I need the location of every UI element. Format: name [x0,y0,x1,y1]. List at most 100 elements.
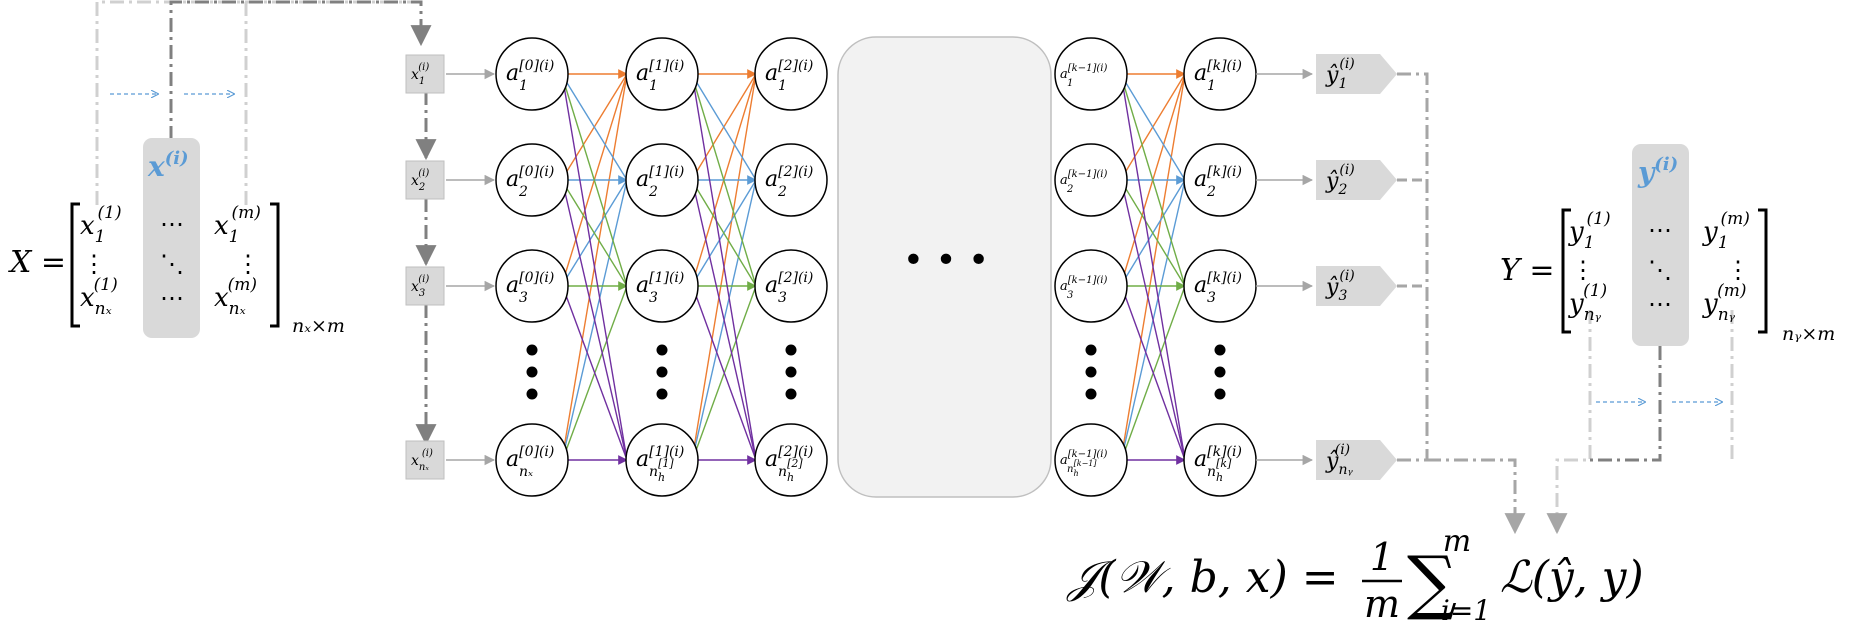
x-matrix: x(i) X = x1(1) ⋯ x1(m) ⋮ ⋱ ⋮ xnₓ(1) ⋯ xn… [8,0,432,338]
connections [563,69,1186,465]
neuron-node [1054,423,1128,497]
neuron-node [754,37,828,111]
y-column-highlight [1632,144,1689,346]
y-matrix-dims: nᵧ×m [1782,323,1835,345]
y-cell-r2c2: ⋱ [1648,256,1672,284]
ellipsis-dot [526,366,538,378]
yhat-to-cost-line [1427,458,1526,535]
ellipsis-dot [1085,344,1097,356]
input-label: x2(i) [411,168,429,193]
neuron-label: a[0](i)nₓ [506,444,554,480]
connection-edge [1122,289,1186,461]
cost-rhs: ℒ(ŷ, y) [1500,552,1644,603]
connection-edge [693,73,757,177]
connection-edge [1122,73,1186,177]
connection-edge [1122,81,1186,287]
input-node: x1(i) [405,54,496,94]
ellipsis-dot [785,388,797,400]
output-label: ŷ2(i) [1325,162,1355,198]
y-cell-r1c1: y1(1) [1568,209,1611,253]
input-column: x1(i) x2(i) x3(i) xnₓ(i) [405,54,496,480]
input-label: x3(i) [411,274,429,299]
ellipsis-dot [1214,344,1226,356]
neuron-label: a[k](i)nh[k] [1194,444,1242,484]
input-label: x1(i) [411,62,429,87]
cost-frac-den: m [1364,582,1400,622]
neuron-label: a[k−1](i)1 [1060,63,1107,89]
connection-edge [563,183,628,287]
ellipsis-dot [656,344,668,356]
output-node: ŷ2(i) [1256,160,1397,200]
input-label: xnₓ(i) [411,448,433,473]
ellipsis-dot [1085,366,1097,378]
neuron-label: a[1](i)1 [636,58,684,94]
neuron-node [754,423,828,497]
neuron-node [1054,143,1128,217]
input-node: x3(i) [405,266,496,306]
connection-edge [693,73,757,279]
connection-edge [563,73,628,449]
connection-edge [563,81,628,287]
neuron-node [495,249,569,323]
x-cell-r3c1: xnₓ(1) [80,275,118,319]
y-cell-r3c3: ynᵧ(m) [1702,281,1746,325]
neuron-node [625,143,699,217]
x-matrix-lhs: X = [8,245,66,280]
hidden-layers-ellipsis: • • • [903,240,990,281]
ellipsis-dot [785,344,797,356]
input-box [405,160,445,200]
y-guide-line-left [1546,310,1592,535]
output-box [1316,266,1397,306]
neuron-label: a[k−1](i)2 [1060,169,1107,195]
connection-edge [563,77,628,181]
y-left-bracket [1561,208,1571,334]
connection-edge [1122,183,1186,287]
neuron-label: a[k](i)3 [1194,270,1242,306]
x-cell-r1c3: x1(m) [214,203,261,247]
connection-edge [693,187,757,461]
y-right-bracket [1758,208,1768,334]
connection-edge [563,85,628,461]
cost-sum-symbol: ∑ [1407,541,1457,622]
cost-frac-num: 1 [1370,535,1394,579]
connection-edge [1122,73,1186,279]
neuron-label: a[k](i)2 [1194,164,1242,200]
neuron-node [625,249,699,323]
x-cell-r1c1: x1(1) [80,203,122,247]
connection-edge [693,73,757,449]
x-cell-r1c2: ⋯ [160,210,184,238]
neuron-label: a[2](i)1 [765,58,813,94]
cost-function: 𝒥(𝒲, b, x) = 1 m ∑ m i=1 ℒ(ŷ, y) [1066,524,1644,622]
y-matrix-lhs: Y = [1500,253,1554,288]
neuron-label: a[1](i)3 [636,270,684,306]
layer-1: a[1](i)1a[1](i)2a[1](i)3a[1](i)nh[1] [625,37,699,497]
connection-edge [563,187,628,461]
ellipsis-dot [1214,388,1226,400]
x-cell-r3c3: xnₓ(m) [214,275,257,319]
connection-edge [1122,285,1186,457]
connection-edge [1122,179,1186,283]
neuron-node [495,423,569,497]
neuron-node [754,143,828,217]
y-cell-r3c1: ynᵧ(1) [1568,281,1607,325]
ellipsis-dot [1214,366,1226,378]
neuron-label: a[2](i)nh[2] [765,444,813,484]
output-box [1316,54,1397,94]
x-column-highlight [143,138,200,338]
y-cell-r2c1: ⋮ [1571,256,1595,284]
neuron-label: a[k−1](i)3 [1060,275,1107,301]
output-label: ŷ1(i) [1325,56,1355,92]
layer-2: a[2](i)1a[2](i)2a[2](i)3a[2](i)nh[2] [754,37,828,497]
ellipsis-dot [785,366,797,378]
output-label: ŷ3(i) [1325,268,1355,304]
connection-edge [693,289,757,461]
connection-edge [1122,73,1186,449]
connection-edge [693,77,757,181]
connection-edge [563,289,628,461]
y-matrix: y(i) Y = y1(1) ⋯ y1(m) ⋮ ⋱ ⋮ ynᵧ(1) ⋯ yn… [1500,144,1835,535]
ellipsis-dot [526,344,538,356]
connection-edge [1122,179,1186,453]
input-box [405,54,445,94]
neuron-label: a[0](i)2 [506,164,554,200]
